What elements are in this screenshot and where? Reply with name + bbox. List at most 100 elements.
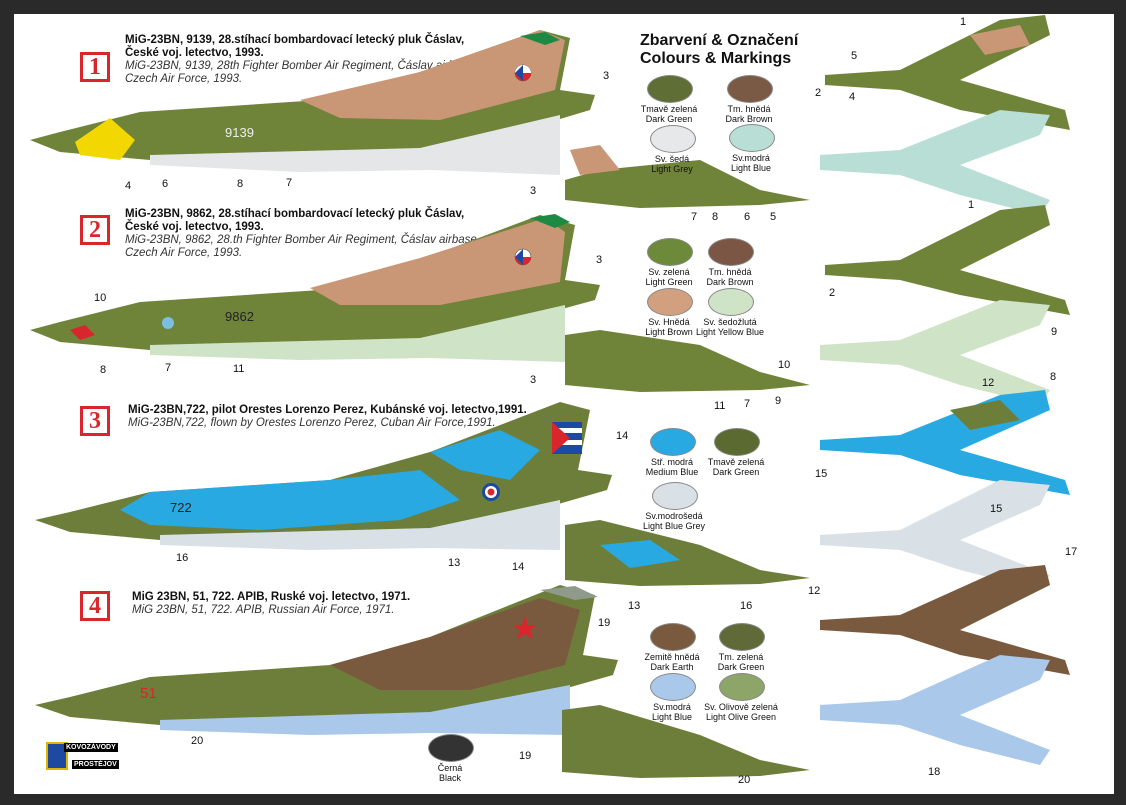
callout: 3	[596, 254, 603, 266]
callout: 8	[1050, 371, 1057, 383]
colour-name-en: Medium Blue	[645, 467, 699, 477]
colour-name-en: Dark Brown	[706, 277, 754, 287]
colour-name-cz: Stř. modrá	[650, 457, 693, 467]
scheme-4-title-cz: MiG 23BN, 51, 722. APIB, Ruské voj. lete…	[132, 591, 411, 603]
colour-name-en: Light Blue	[730, 163, 772, 173]
callout: 8	[712, 211, 719, 223]
colour-swatch	[647, 238, 693, 266]
kovozavody-logo: KOVOZÁVODY PROSTĚJOV	[46, 742, 122, 774]
colour-swatch	[647, 75, 693, 103]
callout: 13	[628, 600, 641, 612]
callout: 5	[770, 211, 777, 223]
colour-name-cz: Černá	[437, 763, 463, 773]
callout: 8	[100, 364, 107, 376]
colour-name-cz: Zemitě hnědá	[644, 652, 700, 662]
callout: 13	[448, 557, 461, 569]
colour-name-en: Light Blue	[651, 712, 693, 722]
scheme-badge-1: 1	[80, 52, 110, 82]
scheme-1-side-profile: 9139	[30, 30, 595, 175]
colour-name-en: Light Brown	[645, 327, 693, 337]
colour-name-cz: Tm. zelená	[718, 652, 764, 662]
colour-swatch	[650, 623, 696, 651]
colour-name-en: Dark Green	[717, 662, 765, 672]
callout: 14	[616, 430, 629, 442]
callout: 5	[851, 50, 858, 62]
colour-name-cz: Sv. šedá	[654, 154, 690, 164]
scheme-badge-2: 2	[80, 215, 110, 245]
colour-name-cz: Sv.modrá	[653, 702, 691, 712]
callout: 20	[738, 774, 751, 786]
scheme-1-serial: 9139	[225, 125, 254, 140]
scheme-1-title-cz-1: MiG-23BN, 9139, 28.stíhací bombardovací …	[125, 34, 465, 46]
callout: 7	[286, 177, 293, 189]
callout: 19	[519, 750, 532, 762]
callout: 6	[744, 211, 751, 223]
scheme-1-title-en-1: MiG-23BN, 9139, 28th Fighter Bomber Air …	[125, 60, 477, 72]
logo-text-2: PROSTĚJOV	[72, 760, 119, 769]
callout: 3	[603, 70, 610, 82]
scheme-1-title-cz-2: České voj. letectvo, 1993.	[125, 47, 264, 59]
scheme-2-serial: 9862	[225, 309, 254, 324]
callout: 17	[1065, 546, 1078, 558]
colour-swatch	[650, 673, 696, 701]
colour-swatch	[714, 428, 760, 456]
scheme-4-title-en: MiG 23BN, 51, 722. APIB, Russian Air For…	[132, 604, 395, 616]
colour-name-cz: Sv. šedožlutá	[703, 317, 757, 327]
callout: 2	[829, 287, 836, 299]
callout: 16	[740, 600, 753, 612]
scheme-badge-4: 4	[80, 591, 110, 621]
callout: 16	[176, 552, 189, 564]
colour-swatch	[647, 288, 693, 316]
colour-name-cz: Tmavě zelená	[707, 457, 765, 467]
scheme-2-side-profile: 9862	[30, 214, 600, 362]
callout: 3	[530, 374, 537, 386]
scheme-number: 4	[89, 593, 101, 619]
scheme-3-title-en: MiG-23BN,722, flown by Orestes Lorenzo P…	[128, 417, 496, 429]
scheme-3-side-profile: 722	[35, 402, 612, 550]
callout: 11	[233, 363, 245, 375]
callout: 7	[691, 211, 698, 223]
colour-name-en: Light Grey	[651, 164, 693, 174]
colour-name-cz: Sv.modrá	[732, 153, 770, 163]
colour-name-en: Dark Green	[645, 114, 693, 124]
colour-name-cz: Sv. zelená	[648, 267, 690, 277]
colour-swatch	[428, 734, 474, 762]
small-profiles	[562, 145, 810, 778]
colour-name-en: Light Yellow Blue	[695, 327, 765, 337]
colour-name-en: Dark Brown	[725, 114, 773, 124]
scheme-2-title-en-1: MiG-23BN, 9862, 28.th Fighter Bomber Air…	[125, 234, 480, 246]
scheme-number: 1	[89, 54, 101, 80]
callout: 10	[94, 292, 107, 304]
scheme-4-side-profile: 51	[35, 585, 618, 735]
callout: 7	[744, 398, 751, 410]
scheme-4-serial: 51	[140, 685, 157, 702]
colour-name-cz: Tmavě zelená	[640, 104, 698, 114]
callout: 9	[775, 395, 782, 407]
colour-name-en: Dark Earth	[650, 662, 694, 672]
colour-swatch	[650, 125, 696, 153]
colour-name-cz: Tm. hnědá	[727, 104, 771, 114]
scheme-number: 3	[89, 408, 101, 434]
colour-swatch	[650, 428, 696, 456]
callout: 15	[815, 468, 828, 480]
colour-name-cz: Tm. hnědá	[708, 267, 752, 277]
colour-name-en: Black	[438, 773, 461, 783]
colour-name-cz: Sv. Olivově zelená	[704, 702, 778, 712]
colours-heading-cz: Zbarvení & Označení	[640, 32, 799, 49]
colour-swatch	[719, 623, 765, 651]
logo-text-1: KOVOZÁVODY	[64, 743, 118, 752]
colour-swatch	[708, 288, 754, 316]
callout: 4	[125, 180, 132, 192]
colour-name-en: Light Olive Green	[705, 712, 777, 722]
callout: 20	[191, 735, 204, 747]
logo-shield	[46, 742, 68, 770]
colours-heading-en: Colours & Markings	[640, 50, 792, 67]
colour-swatch	[652, 482, 698, 510]
callout: 1	[968, 199, 975, 211]
scheme-2-title-cz-2: České voj. letectvo, 1993.	[125, 221, 264, 233]
callout: 12	[982, 377, 995, 389]
callout: 2	[815, 87, 822, 99]
scheme-badge-3: 3	[80, 406, 110, 436]
